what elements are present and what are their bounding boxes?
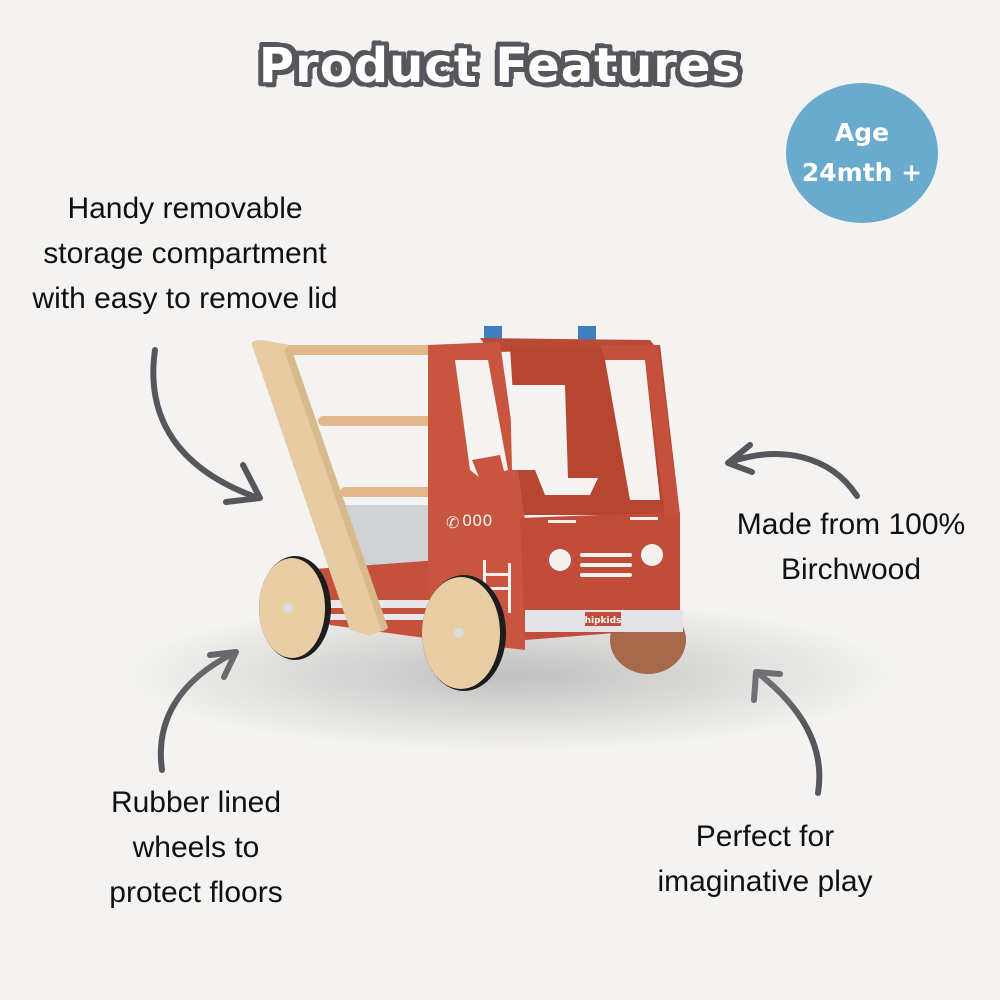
phone-icon: ✆: [446, 513, 459, 532]
age-badge: Age 24mth +: [786, 83, 938, 223]
feature-play-label: Perfect for imaginative play: [620, 814, 910, 904]
page-title: Product Features: [258, 38, 742, 94]
feature-line: Perfect for: [695, 820, 835, 853]
age-badge-line1: Age: [834, 118, 890, 147]
brand-plate: hipkids: [585, 616, 622, 626]
feature-line: imaginative play: [657, 865, 873, 898]
age-badge-line2: 24mth +: [801, 158, 923, 187]
feature-line: storage compartment: [43, 237, 327, 270]
feature-storage-label: Handy removable storage compartment with…: [0, 186, 370, 321]
feature-line: Made from 100%: [736, 508, 966, 541]
feature-line: with easy to remove lid: [32, 282, 338, 315]
feature-line: protect floors: [109, 876, 283, 909]
feature-birchwood-label: Made from 100% Birchwood: [706, 502, 996, 592]
feature-line: wheels to: [132, 831, 260, 864]
feature-line: Handy removable: [67, 192, 303, 225]
feature-wheels-label: Rubber lined wheels to protect floors: [76, 780, 316, 915]
feature-line: Birchwood: [780, 553, 922, 586]
phone-number-marking: 000: [462, 511, 493, 530]
feature-line: Rubber lined: [110, 786, 282, 819]
